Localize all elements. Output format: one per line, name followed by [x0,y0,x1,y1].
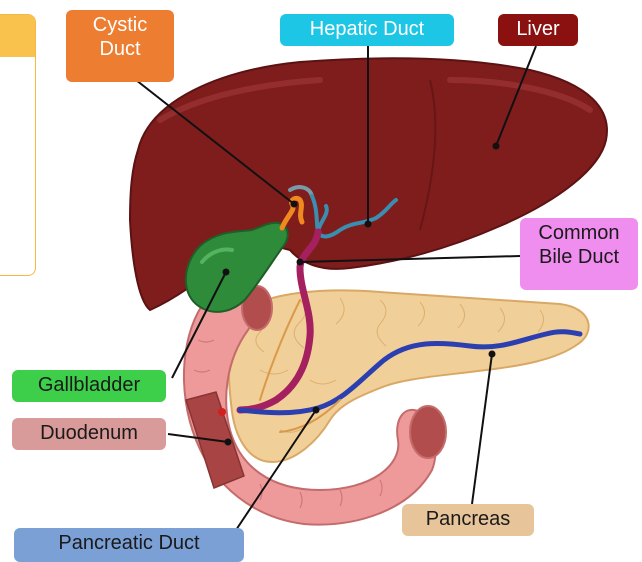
label-pancreatic-duct: Pancreatic Duct [14,528,244,562]
label-liver: Liver [498,14,578,46]
label-cystic-duct: Cystic Duct [66,10,174,82]
label-duodenum: Duodenum [12,418,166,450]
leader-pancreas [472,354,492,504]
label-pancreas: Pancreas [402,504,534,536]
label-common-bile-duct: Common Bile Duct [520,218,638,290]
label-gallbladder: Gallbladder [12,370,166,402]
label-hepatic-duct: Hepatic Duct [280,14,454,46]
